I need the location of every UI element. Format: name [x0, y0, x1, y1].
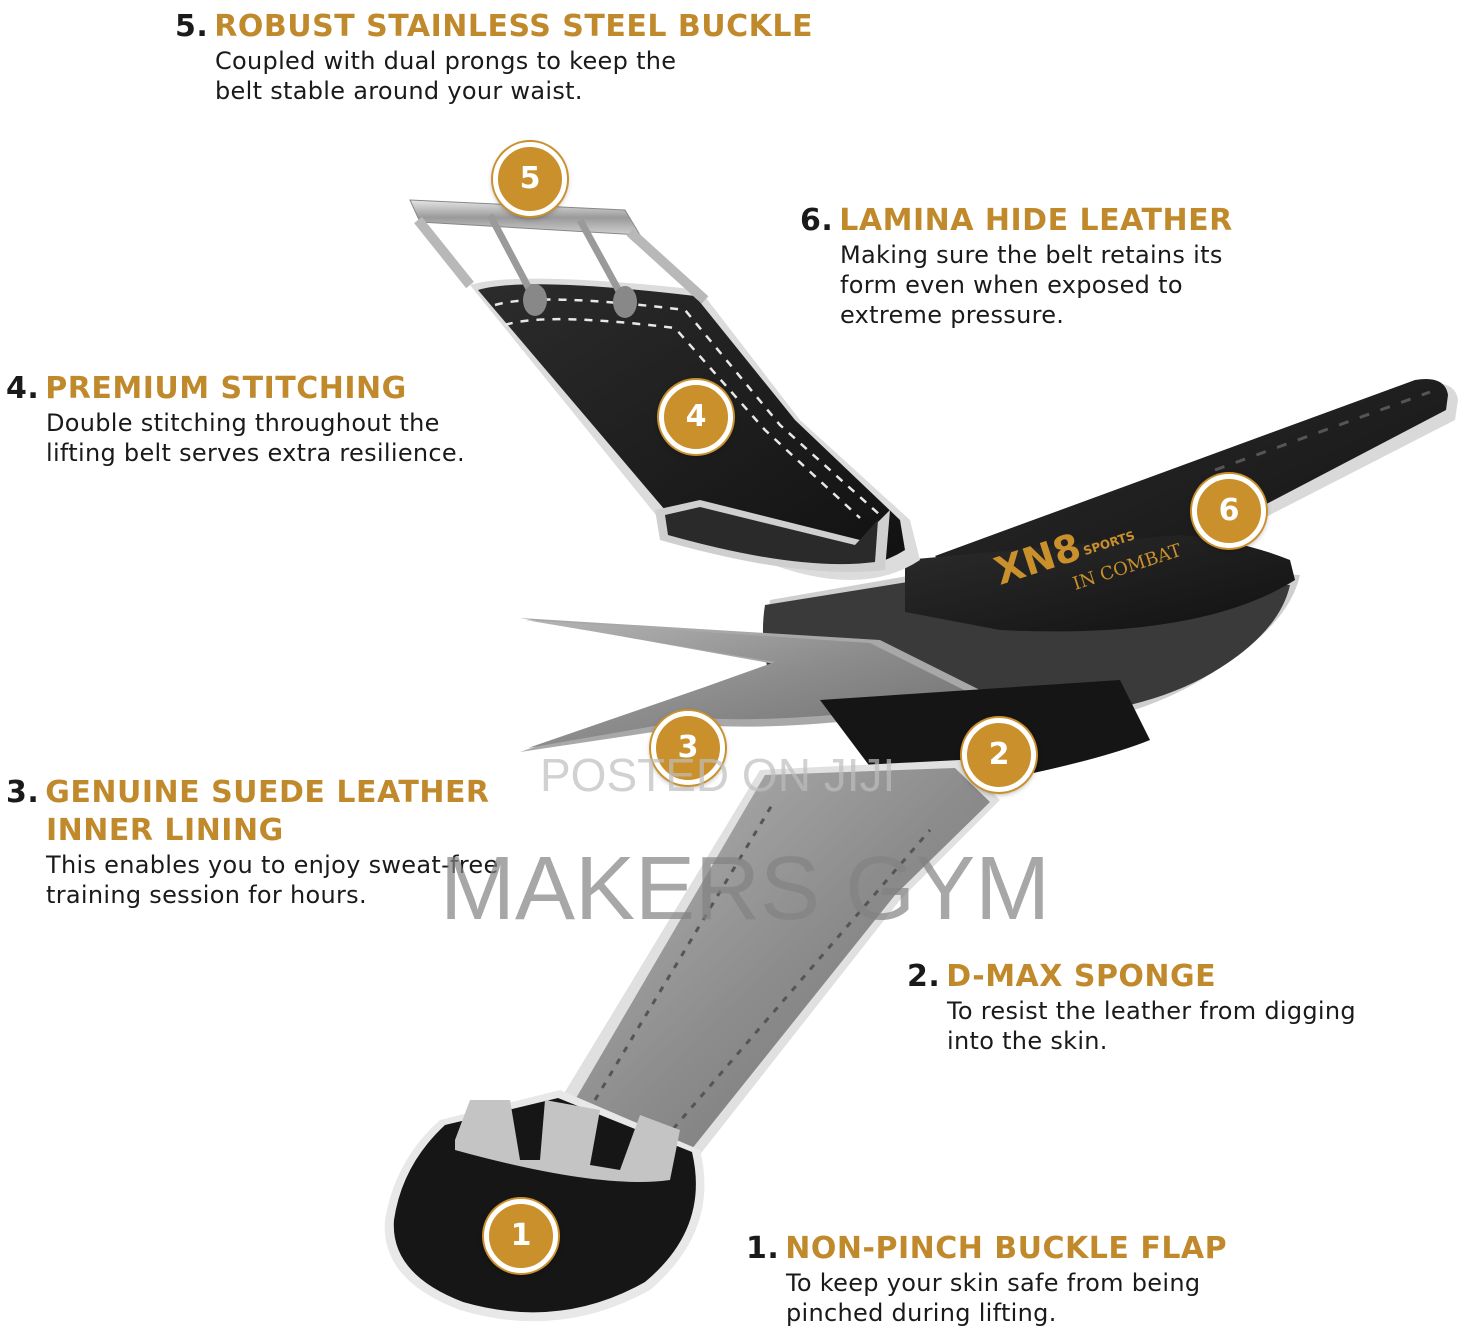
badge-4: 4	[659, 380, 733, 454]
steel-buckle	[409, 199, 709, 318]
feature-buckle: 5.ROBUST STAINLESS STEEL BUCKLE Coupled …	[175, 8, 813, 106]
buckle-flap	[384, 1090, 705, 1322]
feature-suede-lining: 3.GENUINE SUEDE LEATHER INNER LINING Thi…	[6, 774, 499, 910]
front-strap	[560, 760, 1000, 1180]
feature-description: To keep your skin safe from being pinche…	[786, 1269, 1201, 1327]
feature-title: NON-PINCH BUCKLE FLAP	[785, 1231, 1228, 1266]
feature-title-line2: INNER LINING	[46, 813, 284, 848]
feature-stitching: 4.PREMIUM STITCHING Double stitching thr…	[6, 370, 465, 468]
feature-number: 5.	[175, 9, 209, 44]
badge-6: 6	[1192, 474, 1266, 548]
badge-5: 5	[493, 142, 567, 216]
feature-sponge: 2.D-MAX SPONGE To resist the leather fro…	[907, 958, 1356, 1056]
feature-description: This enables you to enjoy sweat-free tra…	[46, 851, 499, 909]
feature-description: Coupled with dual prongs to keep the bel…	[215, 47, 677, 105]
feature-title: D-MAX SPONGE	[946, 959, 1217, 994]
belt-keeper	[655, 500, 890, 572]
feature-title: GENUINE SUEDE LEATHER	[45, 775, 490, 810]
badge-1: 1	[484, 1199, 558, 1273]
feature-number: 2.	[907, 959, 941, 994]
feature-buckle-flap: 1.NON-PINCH BUCKLE FLAP To keep your ski…	[746, 1230, 1227, 1328]
feature-description: Double stitching throughout the lifting …	[46, 409, 465, 467]
suede-lining-layer	[520, 618, 1000, 752]
feature-title: LAMINA HIDE LEATHER	[839, 203, 1233, 238]
feature-number: 4.	[6, 371, 40, 406]
feature-lamina-leather: 6.LAMINA HIDE LEATHER Making sure the be…	[800, 202, 1233, 330]
badge-3: 3	[651, 711, 725, 785]
feature-number: 1.	[746, 1231, 780, 1266]
feature-number: 6.	[800, 203, 834, 238]
watermark-store: MAKERS GYM	[440, 839, 1051, 939]
watermark-posted: POSTED ON JIJI	[540, 749, 896, 801]
badge-2: 2	[962, 718, 1036, 792]
feature-title: PREMIUM STITCHING	[45, 371, 407, 406]
feature-description: To resist the leather from digging into …	[947, 997, 1356, 1055]
feature-description: Making sure the belt retains its form ev…	[840, 241, 1223, 329]
feature-number: 3.	[6, 775, 40, 810]
feature-title: ROBUST STAINLESS STEEL BUCKLE	[214, 9, 813, 44]
